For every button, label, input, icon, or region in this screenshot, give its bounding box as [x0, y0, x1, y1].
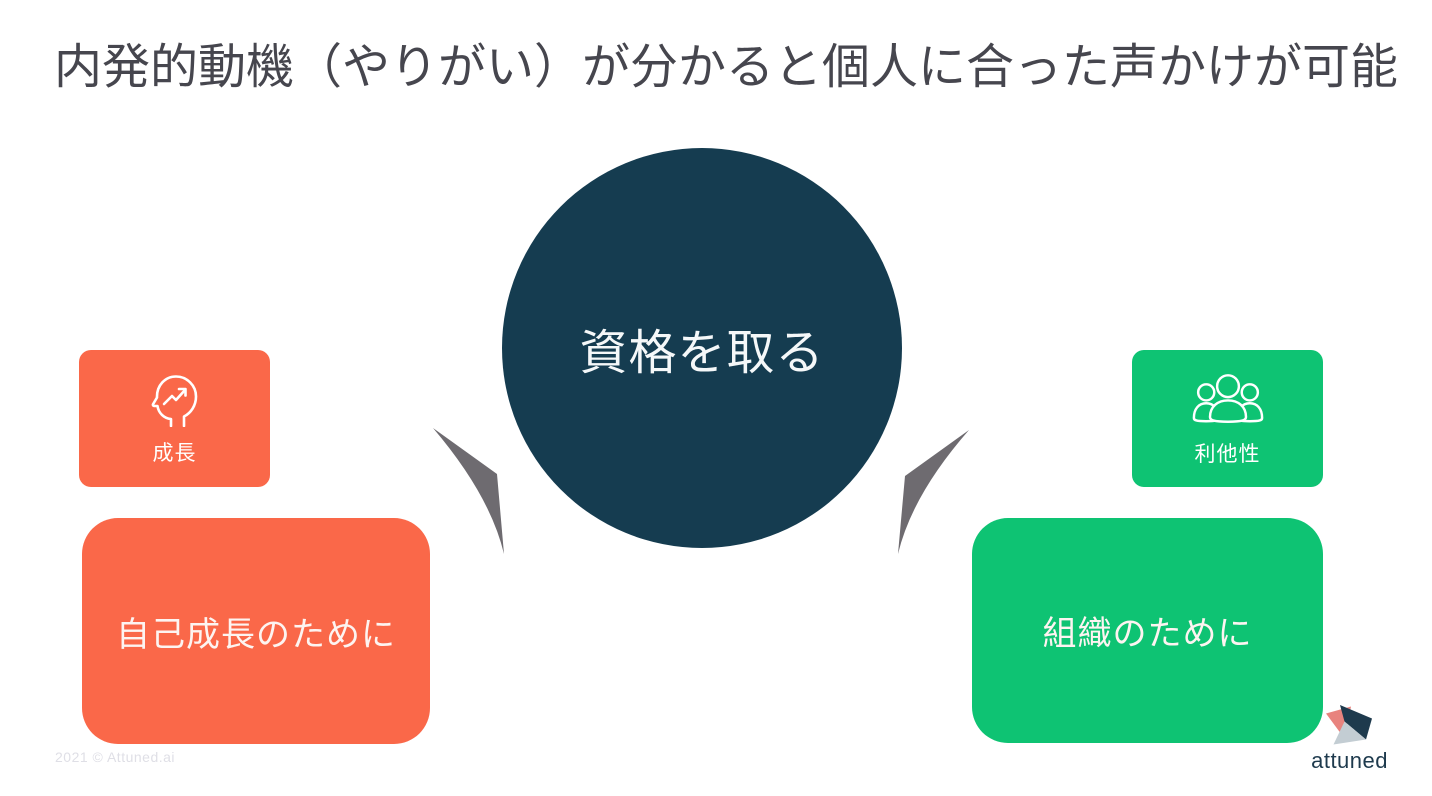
- motivator-card-altruism: 利他性: [1132, 350, 1323, 487]
- arrow-to-right-box: [898, 430, 969, 554]
- attuned-logo-text: attuned: [1311, 748, 1388, 773]
- reason-card-self-growth: 自己成長のために: [82, 518, 430, 744]
- reason-card-label-organization: 組織のために: [1042, 615, 1253, 653]
- topic-circle-label: 資格を取る: [579, 327, 825, 380]
- topic-circle: 資格を取る: [502, 148, 902, 548]
- motivator-card-growth: 成長: [79, 350, 270, 487]
- slide-title: 内発的動機（やりがい）が分かると個人に合った声かけが可能: [54, 41, 1399, 94]
- attuned-brand: attuned: [1311, 700, 1388, 774]
- people-group-icon: [1192, 370, 1264, 428]
- arrow-to-left-box: [433, 428, 504, 554]
- reason-card-organization: 組織のために: [972, 518, 1323, 743]
- motivator-card-label-altruism: 利他性: [1194, 442, 1261, 466]
- copyright-watermark: 2021 © Attuned.ai: [55, 749, 176, 765]
- motivator-card-label-growth: 成長: [152, 441, 197, 465]
- reason-card-label-self-growth: 自己成長のために: [116, 615, 396, 654]
- head-growth-icon: [151, 371, 199, 427]
- attuned-logo-icon: [1324, 700, 1376, 746]
